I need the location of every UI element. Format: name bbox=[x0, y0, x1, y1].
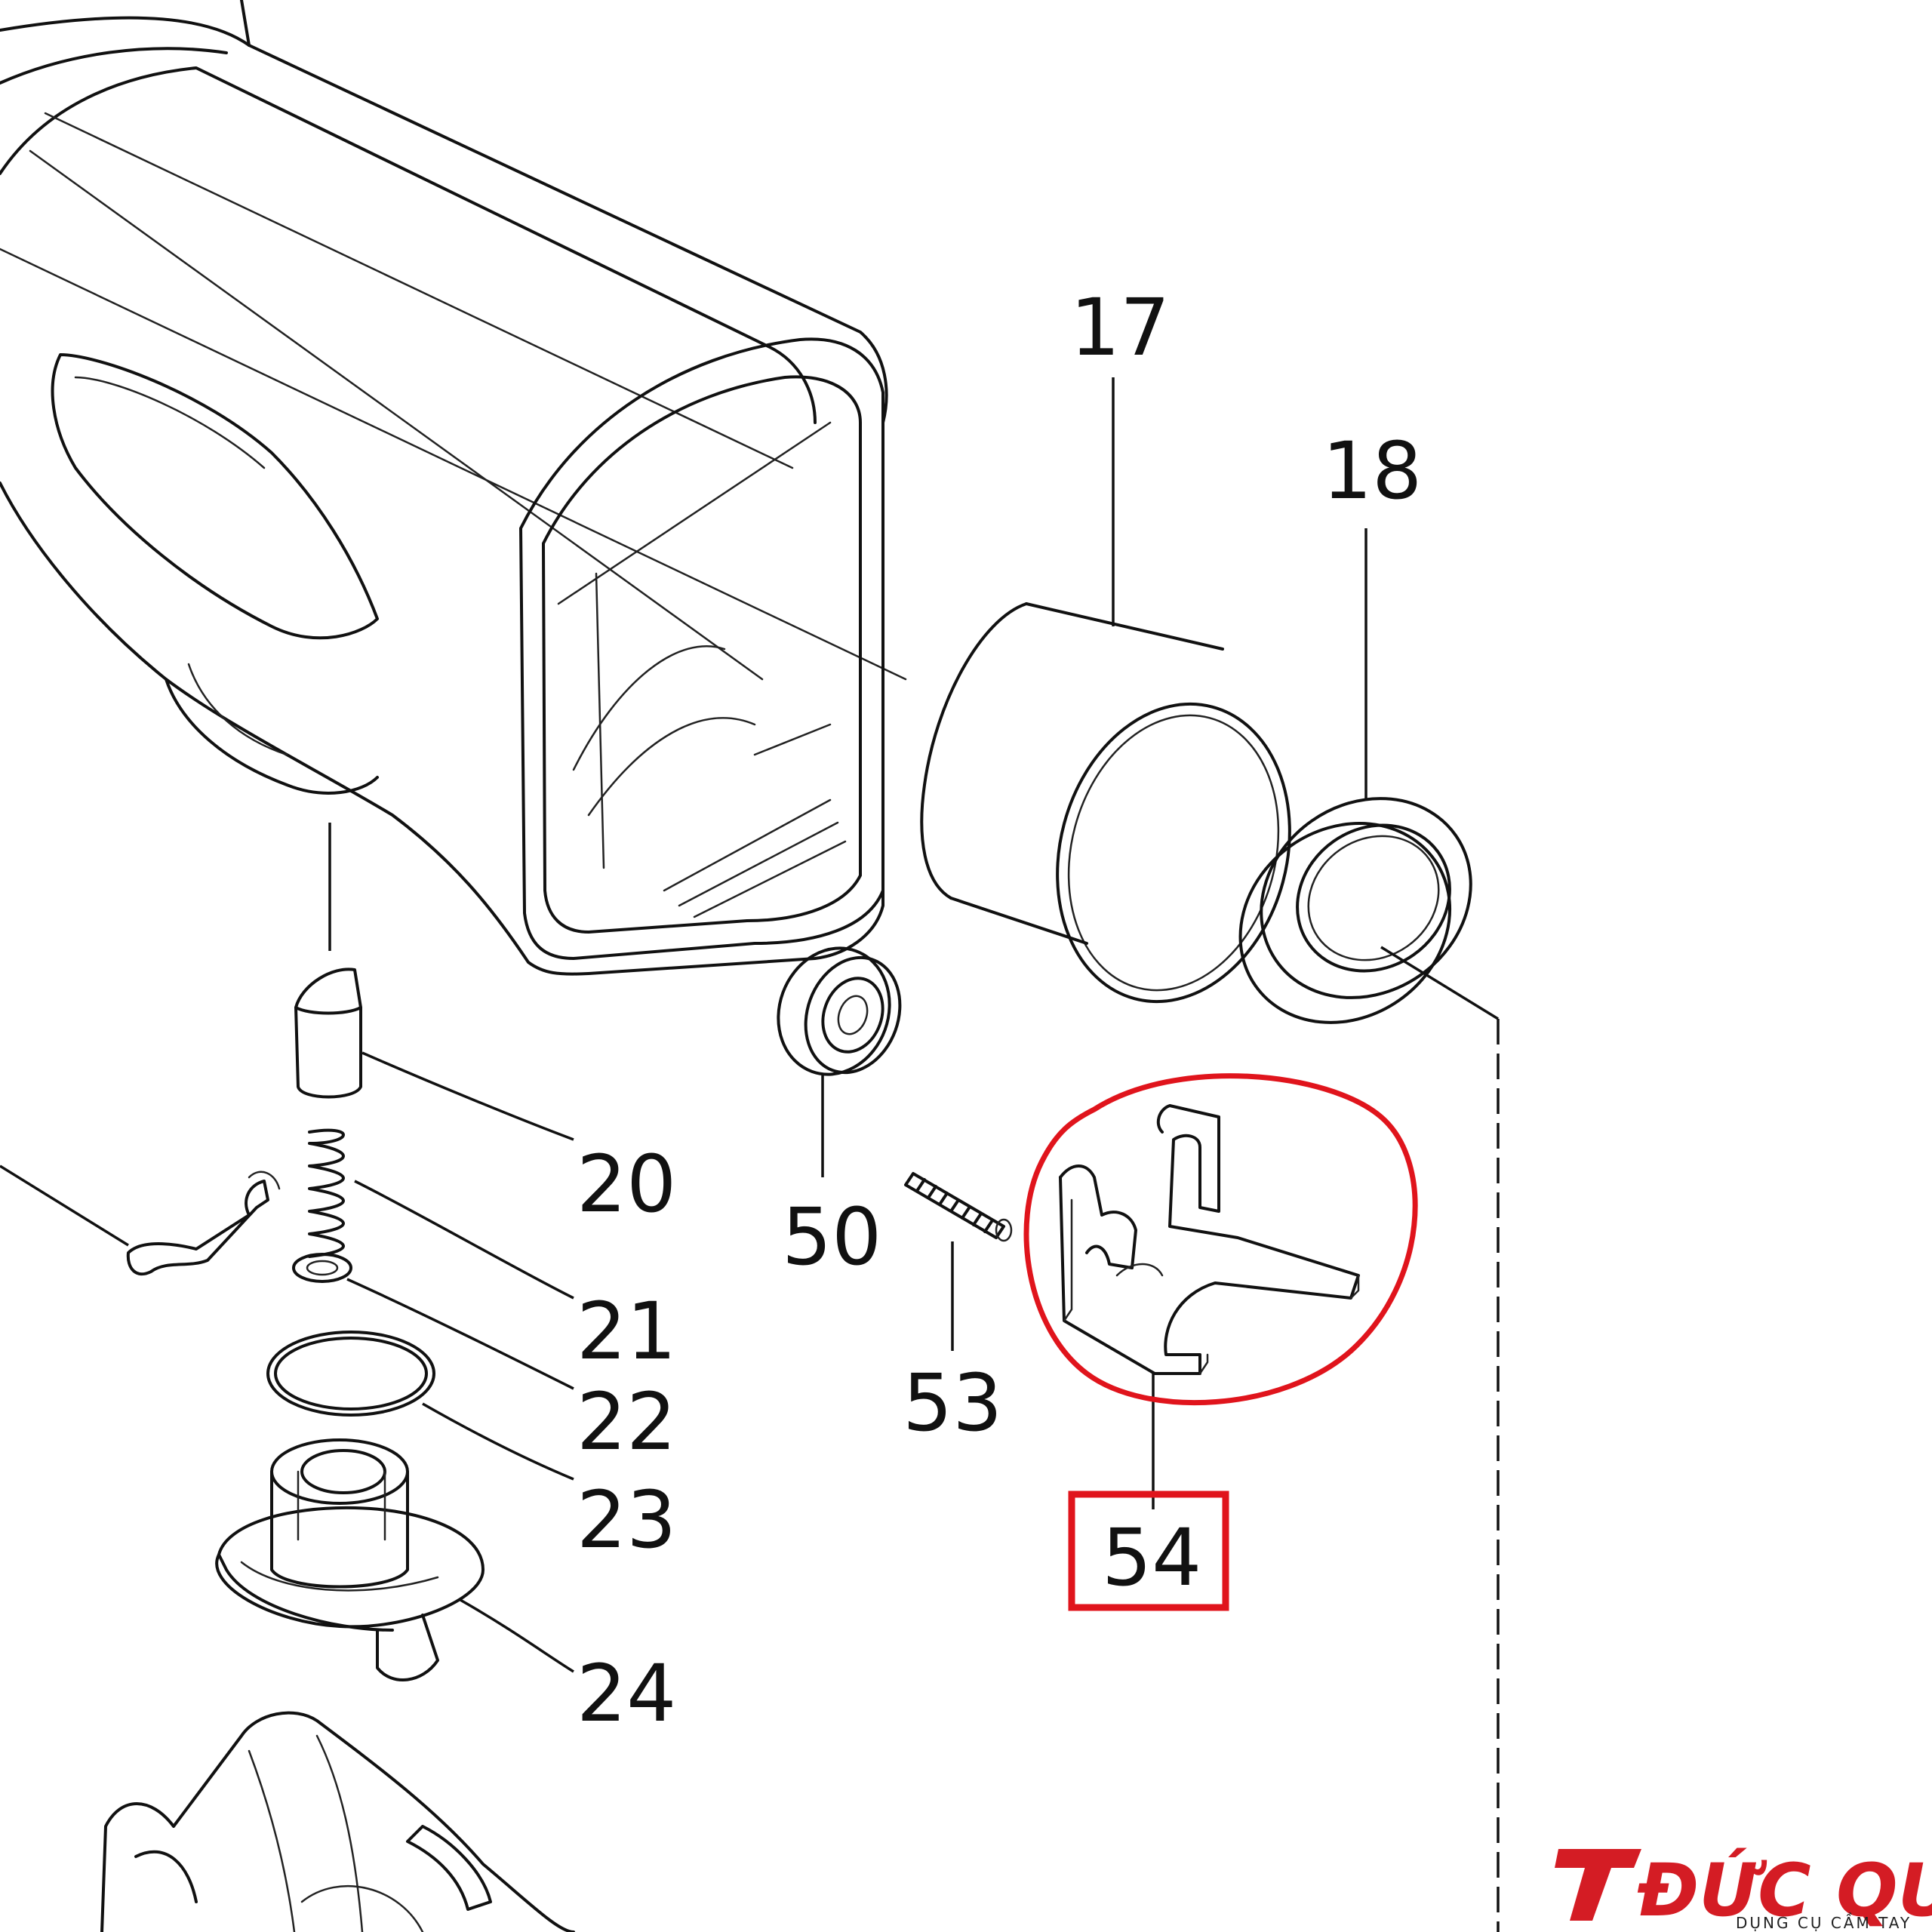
brand-logo: ĐỨC QUÂN DỤNG CỤ CẦM TAY bbox=[1555, 1847, 1932, 1932]
drill-icon bbox=[1555, 1849, 1641, 1921]
label-54: 54 bbox=[1102, 1512, 1201, 1604]
part-22-flat-washer bbox=[292, 1253, 574, 1390]
part-50-ball-bearing bbox=[777, 946, 902, 1177]
part-20-lock-pin bbox=[294, 823, 574, 1141]
label-22: 22 bbox=[577, 1376, 676, 1468]
label-23: 23 bbox=[577, 1474, 676, 1566]
brand-tagline: DỤNG CỤ CẦM TAY bbox=[1736, 1913, 1912, 1932]
label-50: 50 bbox=[782, 1191, 881, 1283]
brand-name: ĐỨC QUÂN bbox=[1637, 1847, 1932, 1932]
part-18-rubber-ring bbox=[1238, 528, 1500, 1932]
part-23-o-ring bbox=[266, 1331, 574, 1481]
label-53: 53 bbox=[903, 1357, 1002, 1449]
lower-housing bbox=[100, 1711, 575, 1932]
part-54-lock-plate bbox=[1059, 1104, 1360, 1509]
part-24-bearing-box bbox=[215, 1438, 574, 1681]
part-21-compression-spring bbox=[308, 1128, 574, 1300]
label-17: 17 bbox=[1070, 281, 1170, 374]
label-21: 21 bbox=[577, 1285, 676, 1377]
motor-housing bbox=[0, 0, 907, 976]
highlight-box bbox=[1068, 1491, 1229, 1611]
label-24: 24 bbox=[577, 1647, 676, 1740]
part-17-sleeve bbox=[920, 377, 1291, 1004]
label-20: 20 bbox=[577, 1138, 676, 1230]
highlight-circle bbox=[1023, 1073, 1418, 1406]
part-53-small-spring bbox=[904, 1172, 1013, 1351]
lever-wire-part bbox=[0, 1164, 281, 1276]
label-18: 18 bbox=[1322, 425, 1422, 517]
